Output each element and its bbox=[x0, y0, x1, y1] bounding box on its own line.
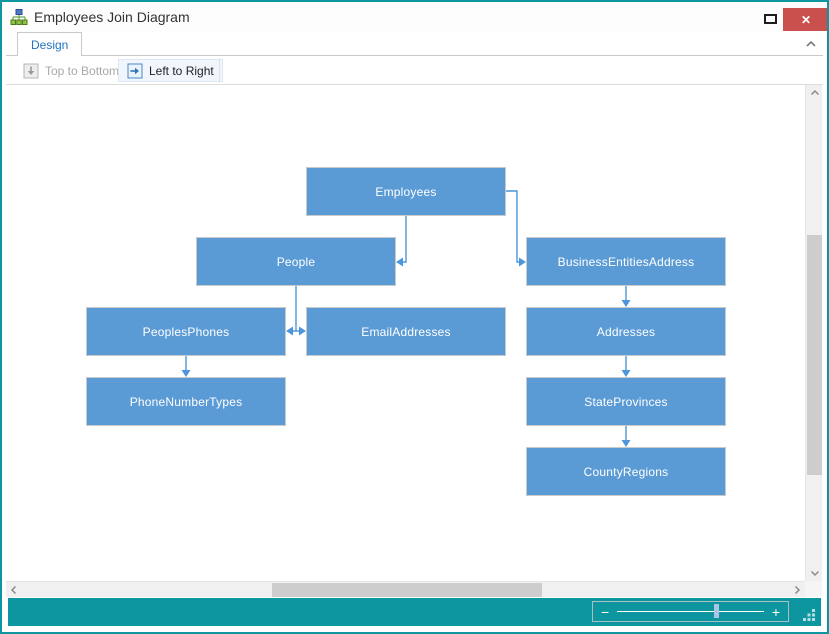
window-title: Employees Join Diagram bbox=[34, 9, 190, 25]
top-to-bottom-button[interactable]: Top to Bottom bbox=[14, 59, 128, 82]
arrowhead-icon bbox=[621, 300, 631, 307]
arrowhead-icon bbox=[621, 440, 631, 447]
chevron-up-icon[interactable] bbox=[803, 37, 819, 51]
arrowhead-icon bbox=[181, 370, 191, 377]
close-button[interactable]: ✕ bbox=[783, 8, 829, 31]
diagram-node-phonenumbertypes[interactable]: PhoneNumberTypes bbox=[86, 377, 286, 426]
zoom-out-button[interactable]: − bbox=[601, 603, 610, 620]
tab-design[interactable]: Design bbox=[17, 32, 83, 56]
close-icon: ✕ bbox=[800, 12, 812, 27]
scroll-right-icon[interactable] bbox=[789, 582, 805, 598]
vertical-scroll-thumb[interactable] bbox=[807, 235, 822, 475]
arrowhead-icon bbox=[299, 326, 306, 336]
diagram-node-people[interactable]: People bbox=[196, 237, 396, 286]
diagram-node-stateprovinces[interactable]: StateProvinces bbox=[526, 377, 726, 426]
scroll-up-icon[interactable] bbox=[806, 85, 823, 101]
status-bar: − + bbox=[8, 598, 821, 626]
scrollbar-corner bbox=[805, 581, 822, 597]
toolbar-separator bbox=[219, 58, 220, 83]
resize-grip-icon[interactable] bbox=[803, 609, 816, 622]
horizontal-scroll-thumb[interactable] bbox=[272, 583, 542, 597]
scroll-down-icon[interactable] bbox=[806, 565, 823, 581]
title-bar: Employees Join Diagram ✕ bbox=[2, 2, 829, 32]
zoom-slider[interactable]: − + bbox=[592, 601, 789, 622]
diagram-node-employees[interactable]: Employees bbox=[306, 167, 506, 216]
diagram-node-emailaddresses[interactable]: EmailAddresses bbox=[306, 307, 506, 356]
edge-layer bbox=[181, 190, 631, 447]
left-to-right-button[interactable]: Left to Right bbox=[118, 59, 223, 82]
diagram-node-addresses[interactable]: Addresses bbox=[526, 307, 726, 356]
org-chart-icon bbox=[10, 8, 28, 26]
arrowhead-icon bbox=[519, 257, 526, 267]
zoom-slider-track[interactable] bbox=[617, 604, 764, 618]
arrowhead-icon bbox=[396, 257, 403, 267]
tab-design-label: Design bbox=[31, 37, 69, 52]
maximize-button[interactable] bbox=[762, 13, 780, 27]
zoom-in-button[interactable]: + bbox=[771, 603, 780, 620]
scroll-left-icon[interactable] bbox=[6, 582, 22, 598]
diagram-node-countyregions[interactable]: CountyRegions bbox=[526, 447, 726, 496]
edge-people-to-peoplesphones bbox=[288, 286, 297, 332]
maximize-icon bbox=[764, 14, 777, 24]
horizontal-scrollbar[interactable] bbox=[6, 581, 805, 597]
diagram-node-businessentitiesaddress[interactable]: BusinessEntitiesAddress bbox=[526, 237, 726, 286]
zoom-slider-thumb[interactable] bbox=[714, 604, 720, 618]
top-to-bottom-label: Top to Bottom bbox=[45, 63, 120, 78]
arrow-right-box-icon bbox=[127, 63, 143, 79]
tab-strip: Design bbox=[6, 32, 823, 56]
arrow-down-box-icon bbox=[23, 63, 39, 79]
vertical-scrollbar[interactable] bbox=[805, 85, 822, 581]
layout-toolbar: Top to Bottom Left to Right bbox=[6, 56, 823, 85]
arrowhead-icon bbox=[286, 326, 293, 336]
edge-employees-to-businessentitiesaddress bbox=[506, 190, 524, 263]
arrowhead-icon bbox=[621, 370, 631, 377]
edge-employees-to-people bbox=[398, 216, 407, 263]
diagram-node-peoplesphones[interactable]: PeoplesPhones bbox=[86, 307, 286, 356]
left-to-right-label: Left to Right bbox=[149, 63, 214, 78]
